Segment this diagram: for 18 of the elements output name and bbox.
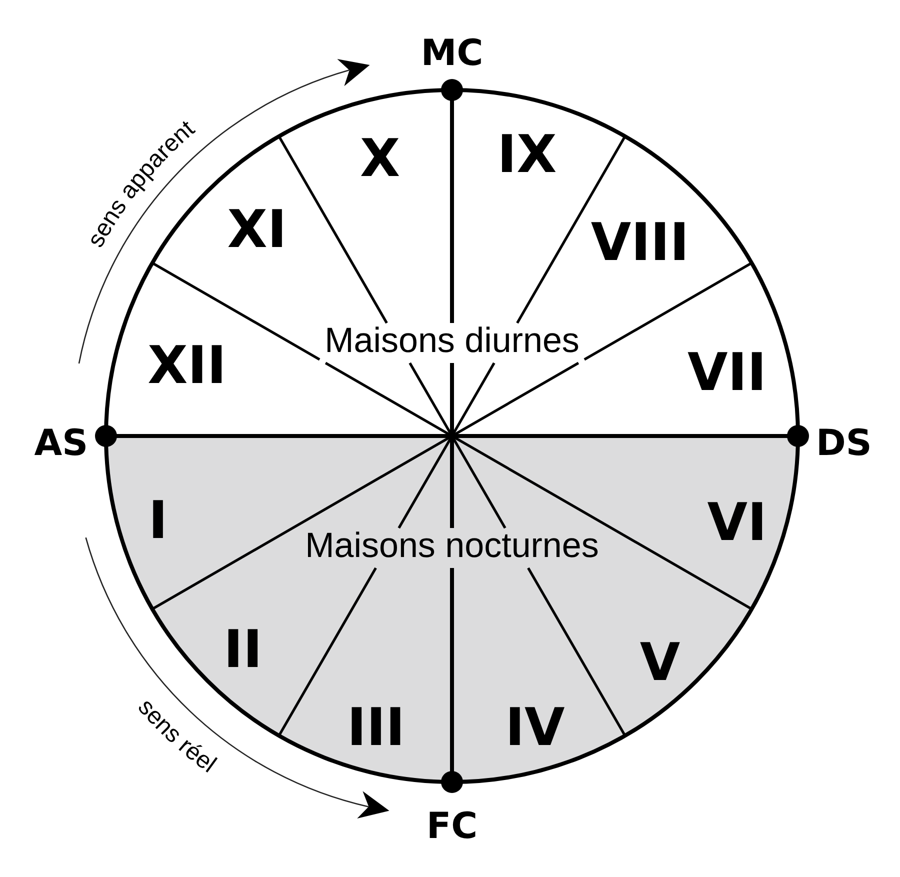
- house-number: X: [360, 129, 400, 189]
- angle-label: DS: [816, 423, 872, 464]
- house-number: I: [148, 491, 168, 551]
- house-number: XI: [227, 200, 287, 260]
- house-number: VIII: [590, 213, 690, 273]
- half-disk-title: Maisons nocturnes: [305, 526, 599, 565]
- angle-label: FC: [426, 806, 478, 847]
- half-disk-title: Maisons diurnes: [324, 321, 580, 360]
- house-number: VII: [688, 343, 766, 403]
- house-number: IX: [497, 125, 557, 185]
- house-number: VI: [707, 493, 767, 553]
- angle-label: MC: [420, 33, 484, 74]
- house-number: XII: [148, 336, 226, 396]
- house-number: IV: [505, 698, 565, 758]
- house-number: III: [346, 698, 406, 758]
- angle-label: AS: [34, 423, 88, 464]
- house-number: V: [640, 633, 680, 693]
- house-number: II: [224, 620, 262, 680]
